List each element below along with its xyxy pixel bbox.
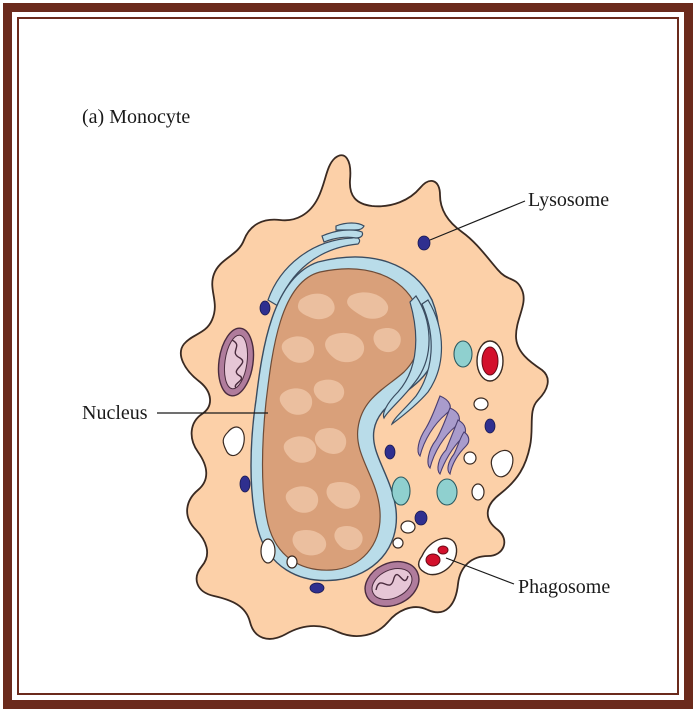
figure-title: (a) Monocyte: [82, 107, 190, 127]
phagosome-label: Phagosome: [518, 577, 610, 597]
nucleus-label: Nucleus: [82, 403, 148, 423]
endoplasmic-reticulum-strand-2: [336, 223, 364, 230]
phagosome-upper: [477, 341, 503, 381]
lysosome-label: Lysosome: [528, 190, 609, 210]
